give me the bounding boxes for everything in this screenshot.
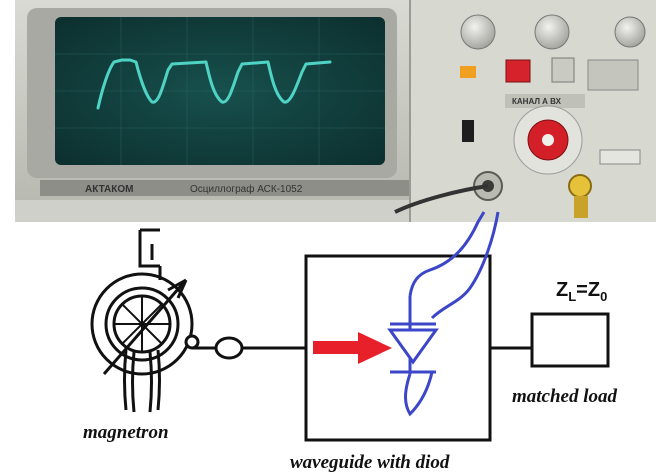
- brand-name: АКТАКОМ: [85, 184, 134, 195]
- oscilloscope-trace: [96, 58, 332, 110]
- schematic: [90, 211, 610, 442]
- brand-strip: [40, 180, 410, 196]
- diode-symbol: [387, 211, 500, 417]
- intensity-knob[interactable]: [460, 14, 496, 50]
- impedance-sub-right: 0: [600, 289, 607, 304]
- screen-graticule: [55, 17, 385, 165]
- probe-cable: [394, 184, 489, 214]
- model-name: Осциллограф АСК-1052: [190, 183, 303, 195]
- svg-text:ZL=Z0: ZL=Z0: [556, 279, 607, 304]
- magnetron-label: magnetron: [83, 422, 169, 443]
- magnetron-symbol: [90, 228, 200, 413]
- channel-label: КАНАЛ А ВХ: [512, 97, 562, 106]
- impedance-label: ZL=Z0: [556, 279, 607, 304]
- volts-div-knob[interactable]: [513, 105, 583, 175]
- microwave-arrow: [313, 332, 392, 364]
- position-knob[interactable]: [614, 16, 646, 48]
- panel-button[interactable]: [599, 149, 641, 165]
- impedance-sub-left: L: [568, 289, 576, 304]
- trigger-block: [587, 59, 639, 91]
- waveguide-label: waveguide with diod: [290, 452, 450, 473]
- channel-label-plate: [505, 94, 585, 108]
- matched-load-label: matched load: [512, 386, 618, 407]
- power-button[interactable]: [505, 59, 531, 83]
- probe-connector: [568, 174, 592, 218]
- oscilloscope-photo: АКТАКОМ Осциллограф АСК-1052 КАНАЛ А ВХ: [15, 0, 656, 222]
- impedance-z: Z: [556, 279, 568, 301]
- impedance-eq: =Z: [576, 279, 600, 301]
- focus-knob[interactable]: [534, 14, 570, 50]
- matched-load-box: [530, 312, 610, 368]
- power-led: [460, 66, 476, 78]
- mode-switch[interactable]: [551, 57, 575, 83]
- coupling-toggle[interactable]: [462, 120, 474, 142]
- coupling-loop: [214, 336, 244, 360]
